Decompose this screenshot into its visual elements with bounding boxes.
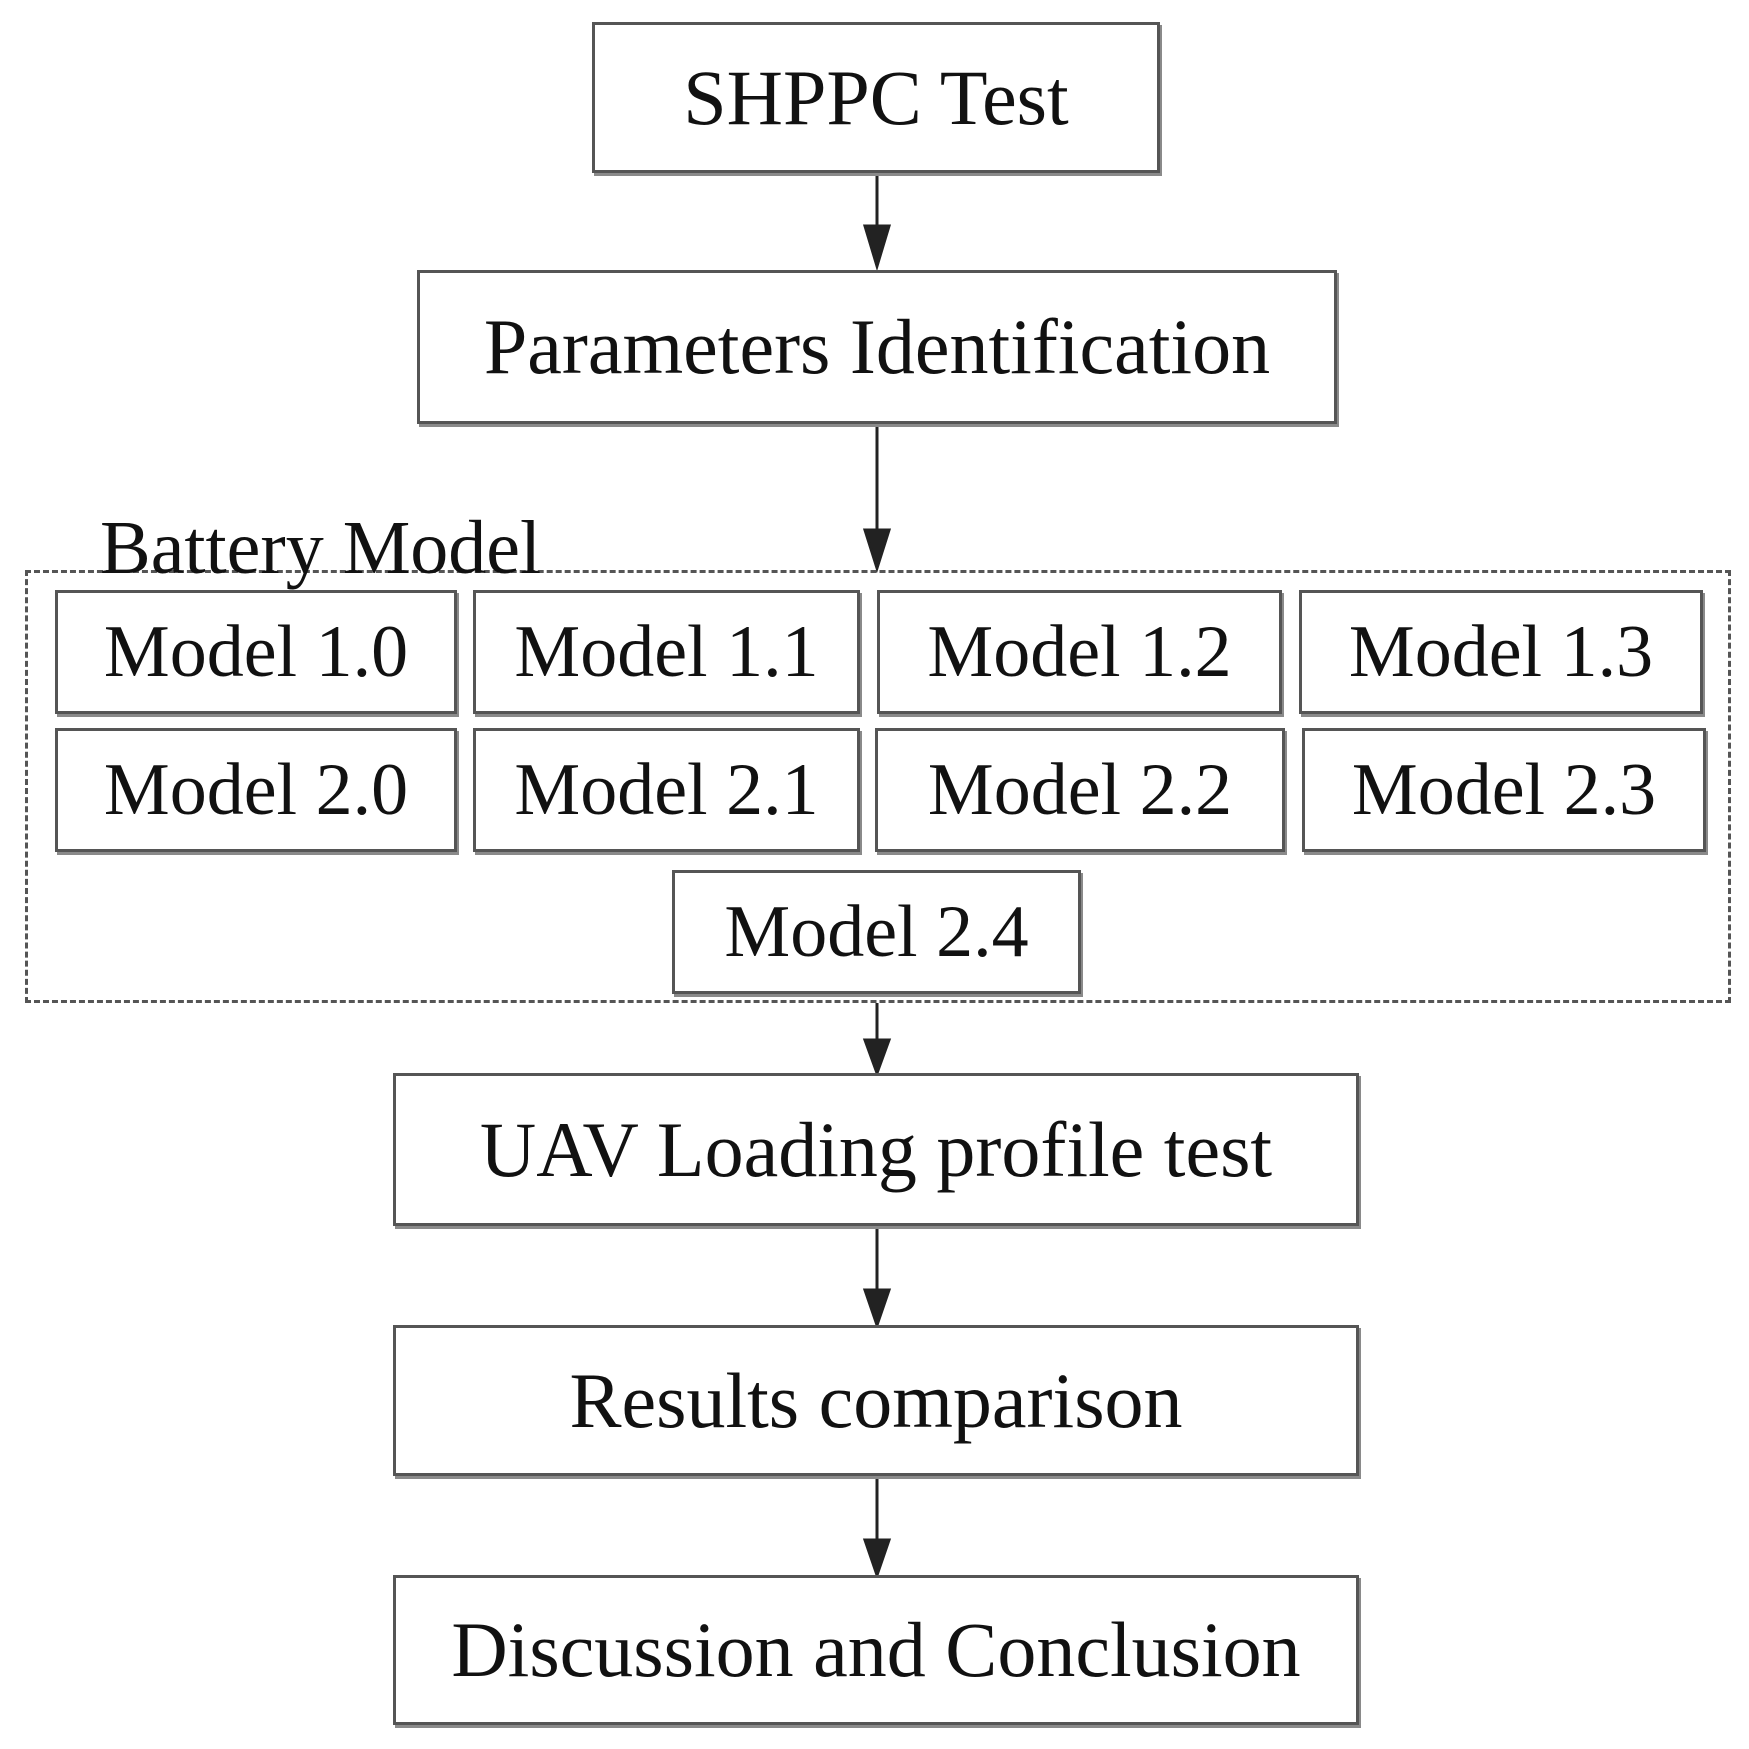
shppc-test-label: SHPPC Test (683, 53, 1069, 141)
results-comparison-label: Results comparison (569, 1356, 1183, 1444)
uav-loading-profile-test-label: UAV Loading profile test (479, 1105, 1273, 1193)
model-1-3-label: Model 1.3 (1348, 611, 1654, 693)
model-2-4-box: Model 2.4 (672, 870, 1081, 994)
uav-loading-profile-test-box: UAV Loading profile test (393, 1073, 1359, 1226)
parameters-identification-box: Parameters Identification (417, 270, 1337, 424)
parameters-identification-label: Parameters Identification (483, 303, 1271, 390)
model-2-1-label: Model 2.1 (514, 749, 819, 831)
model-1-1-label: Model 1.1 (514, 611, 819, 693)
arrowhead-1 (862, 224, 892, 272)
model-1-2-label: Model 1.2 (927, 611, 1232, 693)
arrowhead-3 (862, 1038, 892, 1078)
arrowhead-2 (862, 528, 892, 573)
arrowhead-5 (862, 1538, 892, 1580)
battery-model-label: Battery Model (100, 506, 542, 590)
discussion-and-conclusion-box: Discussion and Conclusion (393, 1575, 1359, 1725)
battery-model-group (25, 570, 1731, 1003)
arrowhead-4 (862, 1288, 892, 1330)
model-2-2-label: Model 2.2 (927, 749, 1233, 831)
discussion-and-conclusion-label: Discussion and Conclusion (451, 1606, 1301, 1693)
model-2-1-box: Model 2.1 (473, 728, 860, 852)
model-1-2-box: Model 1.2 (877, 590, 1282, 714)
model-2-4-label: Model 2.4 (724, 891, 1029, 973)
model-1-0-box: Model 1.0 (55, 590, 457, 714)
model-2-3-label: Model 2.3 (1351, 749, 1657, 831)
model-2-0-box: Model 2.0 (55, 728, 457, 852)
results-comparison-box: Results comparison (393, 1325, 1359, 1476)
model-2-3-box: Model 2.3 (1302, 728, 1706, 852)
model-1-1-box: Model 1.1 (473, 590, 860, 714)
model-2-0-label: Model 2.0 (103, 749, 409, 831)
model-1-3-box: Model 1.3 (1299, 590, 1703, 714)
shppc-test-box: SHPPC Test (592, 22, 1160, 173)
model-2-2-box: Model 2.2 (875, 728, 1285, 852)
model-1-0-label: Model 1.0 (103, 611, 409, 693)
